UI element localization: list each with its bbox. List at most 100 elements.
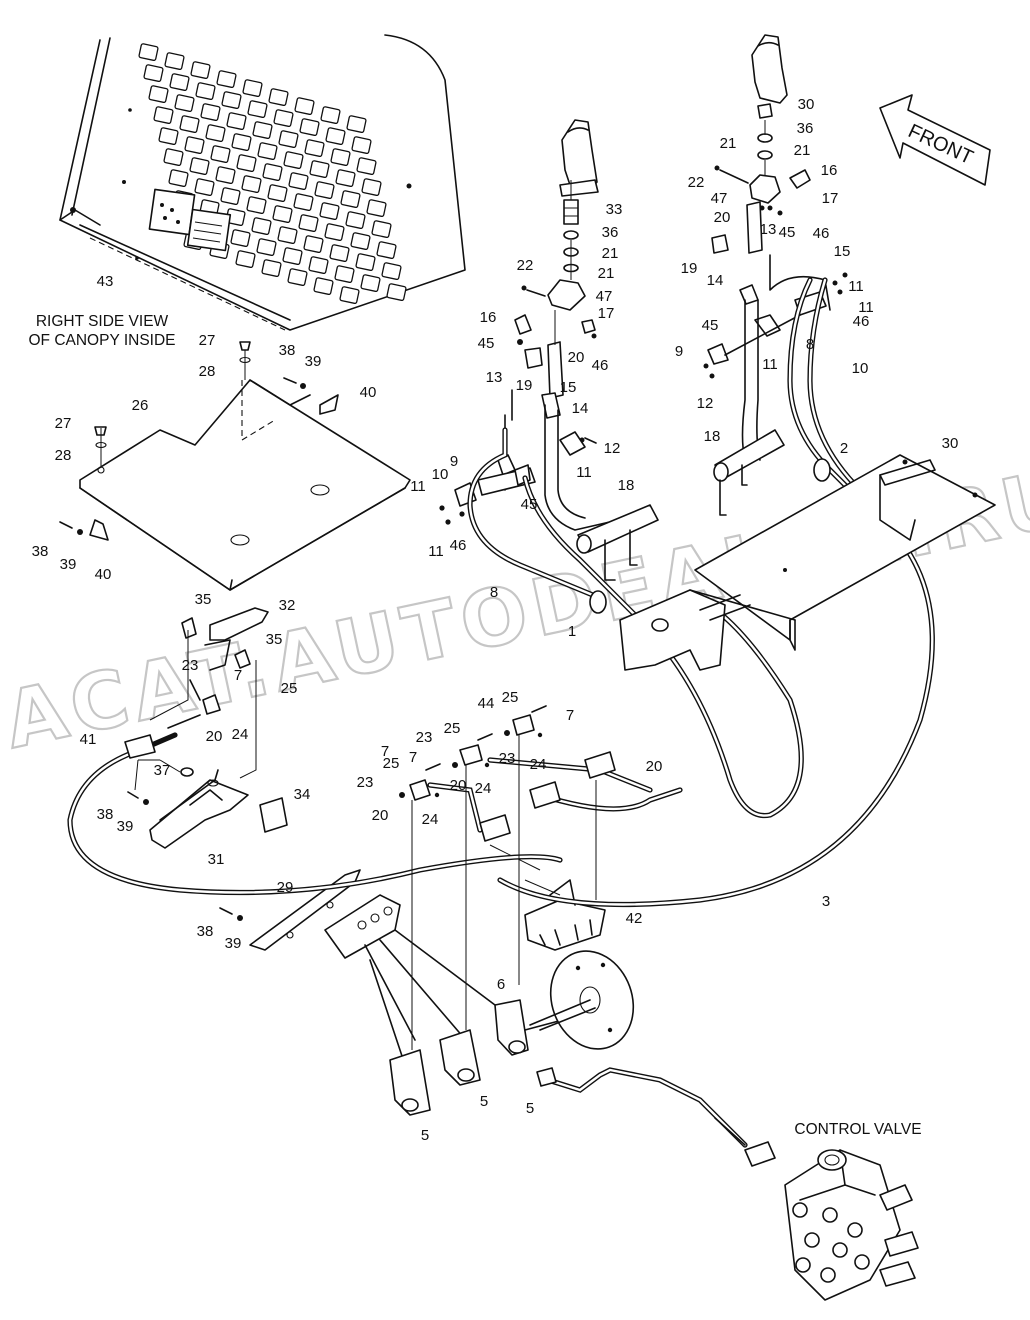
part-number-label: 38	[97, 806, 114, 823]
part-number-label: 12	[604, 440, 621, 457]
control-valve	[744, 1141, 919, 1301]
part-number-label: 38	[279, 342, 296, 359]
grill-slot	[164, 52, 185, 70]
part-number-label: 24	[422, 811, 439, 828]
grill-slot	[169, 73, 190, 91]
part-number-label: 23	[416, 729, 433, 746]
part-number-label: 26	[132, 397, 149, 414]
grill-slot	[282, 247, 303, 265]
grill-slot	[339, 286, 360, 304]
grill-slot	[261, 259, 282, 277]
part-number-label: 13	[760, 221, 777, 238]
part-number-label: 27	[55, 415, 72, 432]
grill-slot	[298, 214, 319, 232]
part-number-label: 35	[195, 591, 212, 608]
part-number-label: 9	[450, 453, 458, 470]
grill-slot	[153, 106, 174, 124]
part-number-label: 23	[357, 774, 374, 791]
part-number-label: 10	[852, 360, 869, 377]
grill-slot	[235, 250, 256, 268]
part-number-label: 30	[942, 435, 959, 452]
part-number-label: 1	[568, 623, 576, 640]
part-number-label: 23	[499, 750, 516, 767]
part-number-label: 25	[444, 720, 461, 737]
grill-slot	[184, 136, 205, 154]
grill-slot	[230, 229, 251, 247]
part-number-label: 5	[421, 1127, 429, 1144]
grill-slot	[241, 175, 262, 193]
part-number-label: 5	[526, 1100, 534, 1117]
part-number-label: 7	[234, 667, 242, 684]
part-number-label: 20	[450, 777, 467, 794]
part-number-label: 24	[530, 756, 547, 773]
floor-plate-44	[619, 454, 996, 671]
part-number-label: 22	[688, 174, 705, 191]
part-number-label: 45	[702, 317, 719, 334]
part-number-label: 22	[517, 257, 534, 274]
grill-slot	[350, 232, 371, 250]
part-number-label: 45	[478, 335, 495, 352]
bracket-42	[489, 844, 606, 951]
grill-slot	[340, 190, 361, 208]
grill-slot	[314, 181, 335, 199]
part-number-label: 12	[697, 395, 714, 412]
left-joystick	[514, 119, 599, 456]
grill-slot	[319, 202, 340, 220]
bolts-pedal-31	[127, 791, 243, 921]
part-number-label: 36	[602, 224, 619, 241]
grill-slot	[376, 241, 397, 259]
part-number-label: 27	[199, 332, 216, 349]
cable-33	[536, 1067, 748, 1148]
grill-slot	[220, 187, 241, 205]
part-number-label: 38	[197, 923, 214, 940]
part-number-label: 17	[822, 190, 839, 207]
part-number-label: 11	[410, 478, 426, 495]
part-number-label: 10	[432, 466, 449, 483]
grill-slot	[346, 115, 367, 133]
part-number-label: 41	[80, 731, 97, 748]
lever-2	[713, 254, 831, 516]
part-number-label: 11	[428, 543, 444, 560]
part-number-label: 46	[450, 537, 467, 554]
grill-slot	[386, 283, 407, 301]
cable-clamps	[399, 705, 597, 1050]
part-number-label: 2	[840, 440, 848, 457]
grill-slot	[231, 133, 252, 151]
part-number-label: 28	[199, 363, 216, 380]
grill-slot	[371, 220, 392, 238]
grill-slot	[351, 136, 372, 154]
part-number-label: 40	[360, 384, 377, 401]
canopy-grill	[138, 43, 407, 304]
grill-slot	[304, 139, 325, 157]
grill-slot	[277, 226, 298, 244]
part-number-label: 46	[813, 225, 830, 242]
part-number-label: 20	[372, 807, 389, 824]
grill-slot	[143, 64, 164, 82]
part-number-label: 20	[646, 758, 663, 775]
bolts-seat	[59, 341, 306, 535]
part-number-label: 15	[834, 243, 851, 260]
part-number-label: 37	[154, 762, 171, 779]
part-number-label: 32	[279, 597, 296, 614]
grill-slot	[288, 172, 309, 190]
grill-slot	[148, 85, 169, 103]
grill-slot	[303, 235, 324, 253]
part-number-label: 11	[848, 278, 864, 295]
grill-slot	[179, 115, 200, 133]
cable-fittings	[479, 458, 831, 842]
part-number-label: 30	[798, 96, 815, 113]
grill-slot	[242, 79, 263, 97]
grill-slot	[168, 169, 189, 187]
front-arrow: FRONT	[879, 94, 991, 186]
grill-slot	[163, 148, 184, 166]
part-number-label: 3	[822, 893, 830, 910]
part-number-label: 21	[794, 142, 811, 159]
grill-slot	[256, 238, 277, 256]
grill-slot	[200, 103, 221, 121]
part-number-label: 31	[208, 851, 225, 868]
part-number-label: 45	[779, 224, 796, 241]
lever-1	[544, 404, 659, 581]
grill-slot	[205, 124, 226, 142]
grill-slot	[247, 100, 268, 118]
